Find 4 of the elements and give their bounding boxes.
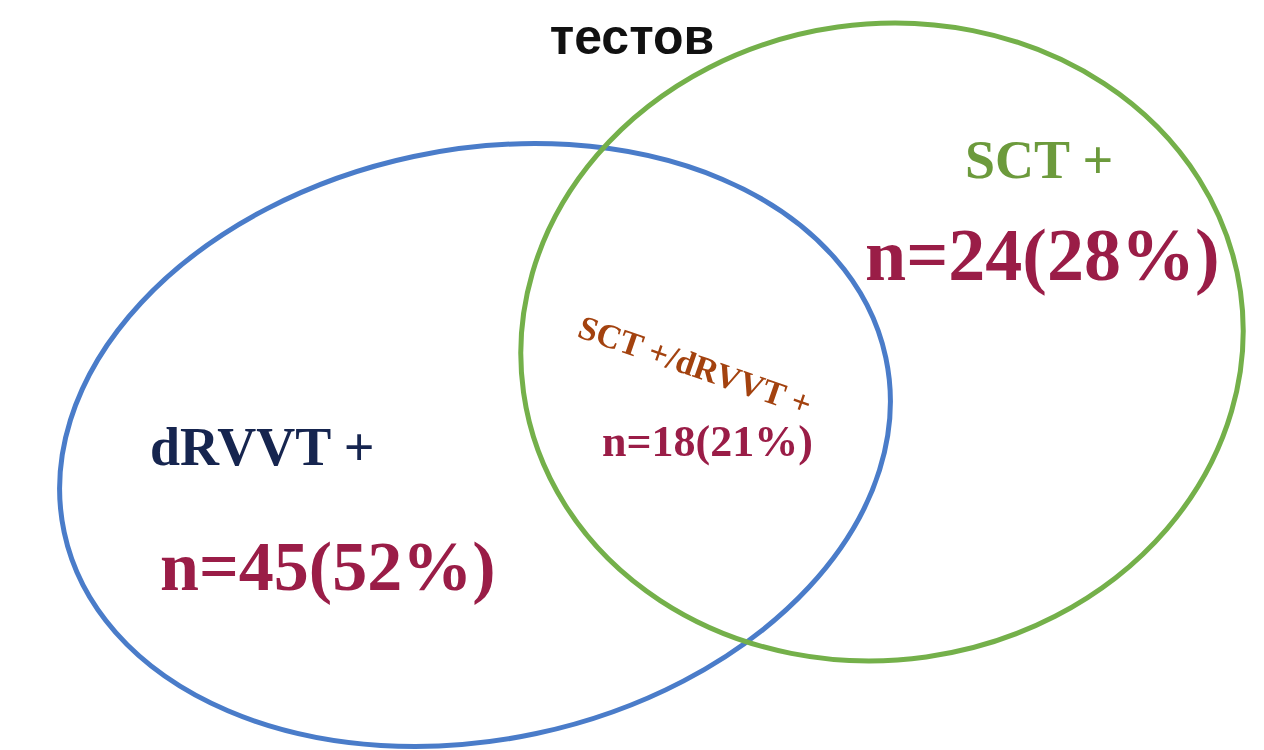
set-label: SCT + — [965, 133, 1114, 187]
overlap-count-label: n=18(21%) — [602, 420, 813, 464]
title: тестов — [549, 12, 715, 62]
set-label: dRVVT + — [150, 420, 375, 474]
